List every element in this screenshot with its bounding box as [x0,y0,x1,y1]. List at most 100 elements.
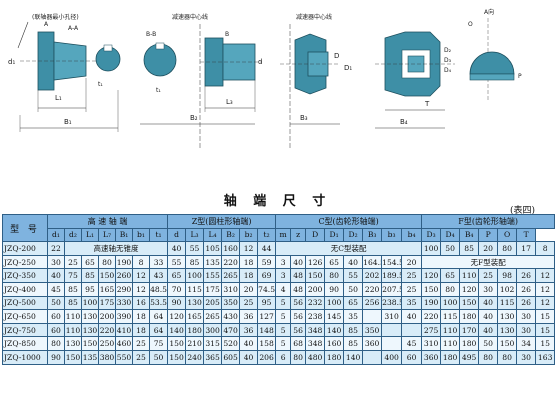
cell: 210 [185,336,205,351]
cell: 165 [185,309,205,324]
subheader-18: B₃ [362,227,383,243]
cell: 120 [167,309,187,324]
subheader-20: b₄ [401,227,423,243]
cell: 80 [290,349,307,365]
label-b2: B₂ [190,114,198,122]
subheader-13: m [275,227,292,243]
cell: 250 [98,336,116,351]
cell: 80 [47,336,65,351]
cell: 126 [305,254,326,270]
cell: 290 [115,281,133,297]
cell: 175 [98,295,116,311]
cell: 70 [167,281,187,297]
cell: 85 [81,268,99,283]
cell: 350 [221,295,241,311]
drawing-view-a: A向 O P [468,8,522,100]
cell: 140 [343,349,364,365]
cell: 40 [478,295,499,311]
subheader-22: D₄ [440,227,461,243]
cell: 130 [497,309,518,324]
cell-note-c-type: 无C型装配 [275,241,423,256]
subheader-16: D₁ [324,227,345,243]
label-o-caps: O [468,21,473,28]
subheader-11: b₂ [239,227,259,243]
cell: 110 [64,309,82,324]
cell: 56 [290,295,307,311]
cell: 25 [401,281,423,297]
cell: 365 [203,349,223,365]
cell: 256 [362,295,383,311]
cell: 35 [343,309,364,324]
cell: 315 [203,336,223,351]
cell: 150 [421,281,442,297]
cell: 200 [98,309,116,324]
cell: 275 [421,322,442,338]
cell: 155 [203,268,223,283]
cell-model: JZQ-400 [2,281,48,297]
drawing-high-speed-shaft: (联轴器最小孔径) L₁ B₁ d₁ A A-A t₁ [8,13,121,132]
cell: 15 [535,322,555,338]
cell: 40 [401,309,423,324]
cell: 26 [516,281,537,297]
cell: 33 [148,254,169,270]
cell [401,322,423,338]
cell: 189.5 [381,268,403,283]
cell: 180 [185,322,205,338]
cell: 64 [148,309,169,324]
cell: 60 [401,349,423,365]
cell: 30 [478,281,499,297]
cell-model: JZQ-200 [2,241,48,256]
cell: 130 [497,322,518,338]
cell: 102 [497,281,518,297]
cell: 127 [257,309,277,324]
cell: 150 [167,336,187,351]
cell: 43 [148,268,169,283]
label-b3: B₃ [300,114,308,122]
cell: 190 [421,295,442,311]
cell: 115 [440,309,461,324]
cell: 495 [459,349,480,365]
subheader-19: b₃ [381,227,403,243]
cell: 148 [257,322,277,338]
cell: 300 [203,322,223,338]
cell: 90 [167,295,187,311]
cell: 90 [47,349,65,365]
subheader-0: d₁ [47,227,65,243]
label-b1: B₁ [64,118,72,126]
cell: 40 [343,254,364,270]
label-b4: B₄ [400,118,408,126]
subheader-15: D [305,227,326,243]
cell: 120 [459,281,480,297]
cell: 310 [381,309,403,324]
label-l1: L₁ [55,94,62,102]
cell: 48.5 [148,281,169,297]
cell: 95 [257,295,277,311]
cell: 145 [324,309,345,324]
cell: 80 [440,281,461,297]
header-f-type: F型(齿轮形轴端) [421,214,555,229]
cell: 410 [115,322,133,338]
label-d4-caps: D₄ [444,67,452,74]
cell: 220 [98,322,116,338]
label-b-top: B [225,31,229,38]
cell: 16 [132,295,150,311]
cell: 64 [148,322,169,338]
cell: 25 [64,254,82,270]
cell: 100 [324,295,345,311]
subheader-12: t₂ [257,227,277,243]
cell: 110 [64,322,82,338]
cell: 12 [535,295,555,311]
subheader-25: O [497,227,518,243]
cell: 85 [459,241,480,256]
cell: 220 [421,309,442,324]
cell: 140 [167,322,187,338]
cell: 110 [459,268,480,283]
coupling-note: (联轴器最小孔径) [32,13,79,21]
cell: 605 [221,349,241,365]
cell: 68 [290,336,307,351]
cell: 30 [516,322,537,338]
